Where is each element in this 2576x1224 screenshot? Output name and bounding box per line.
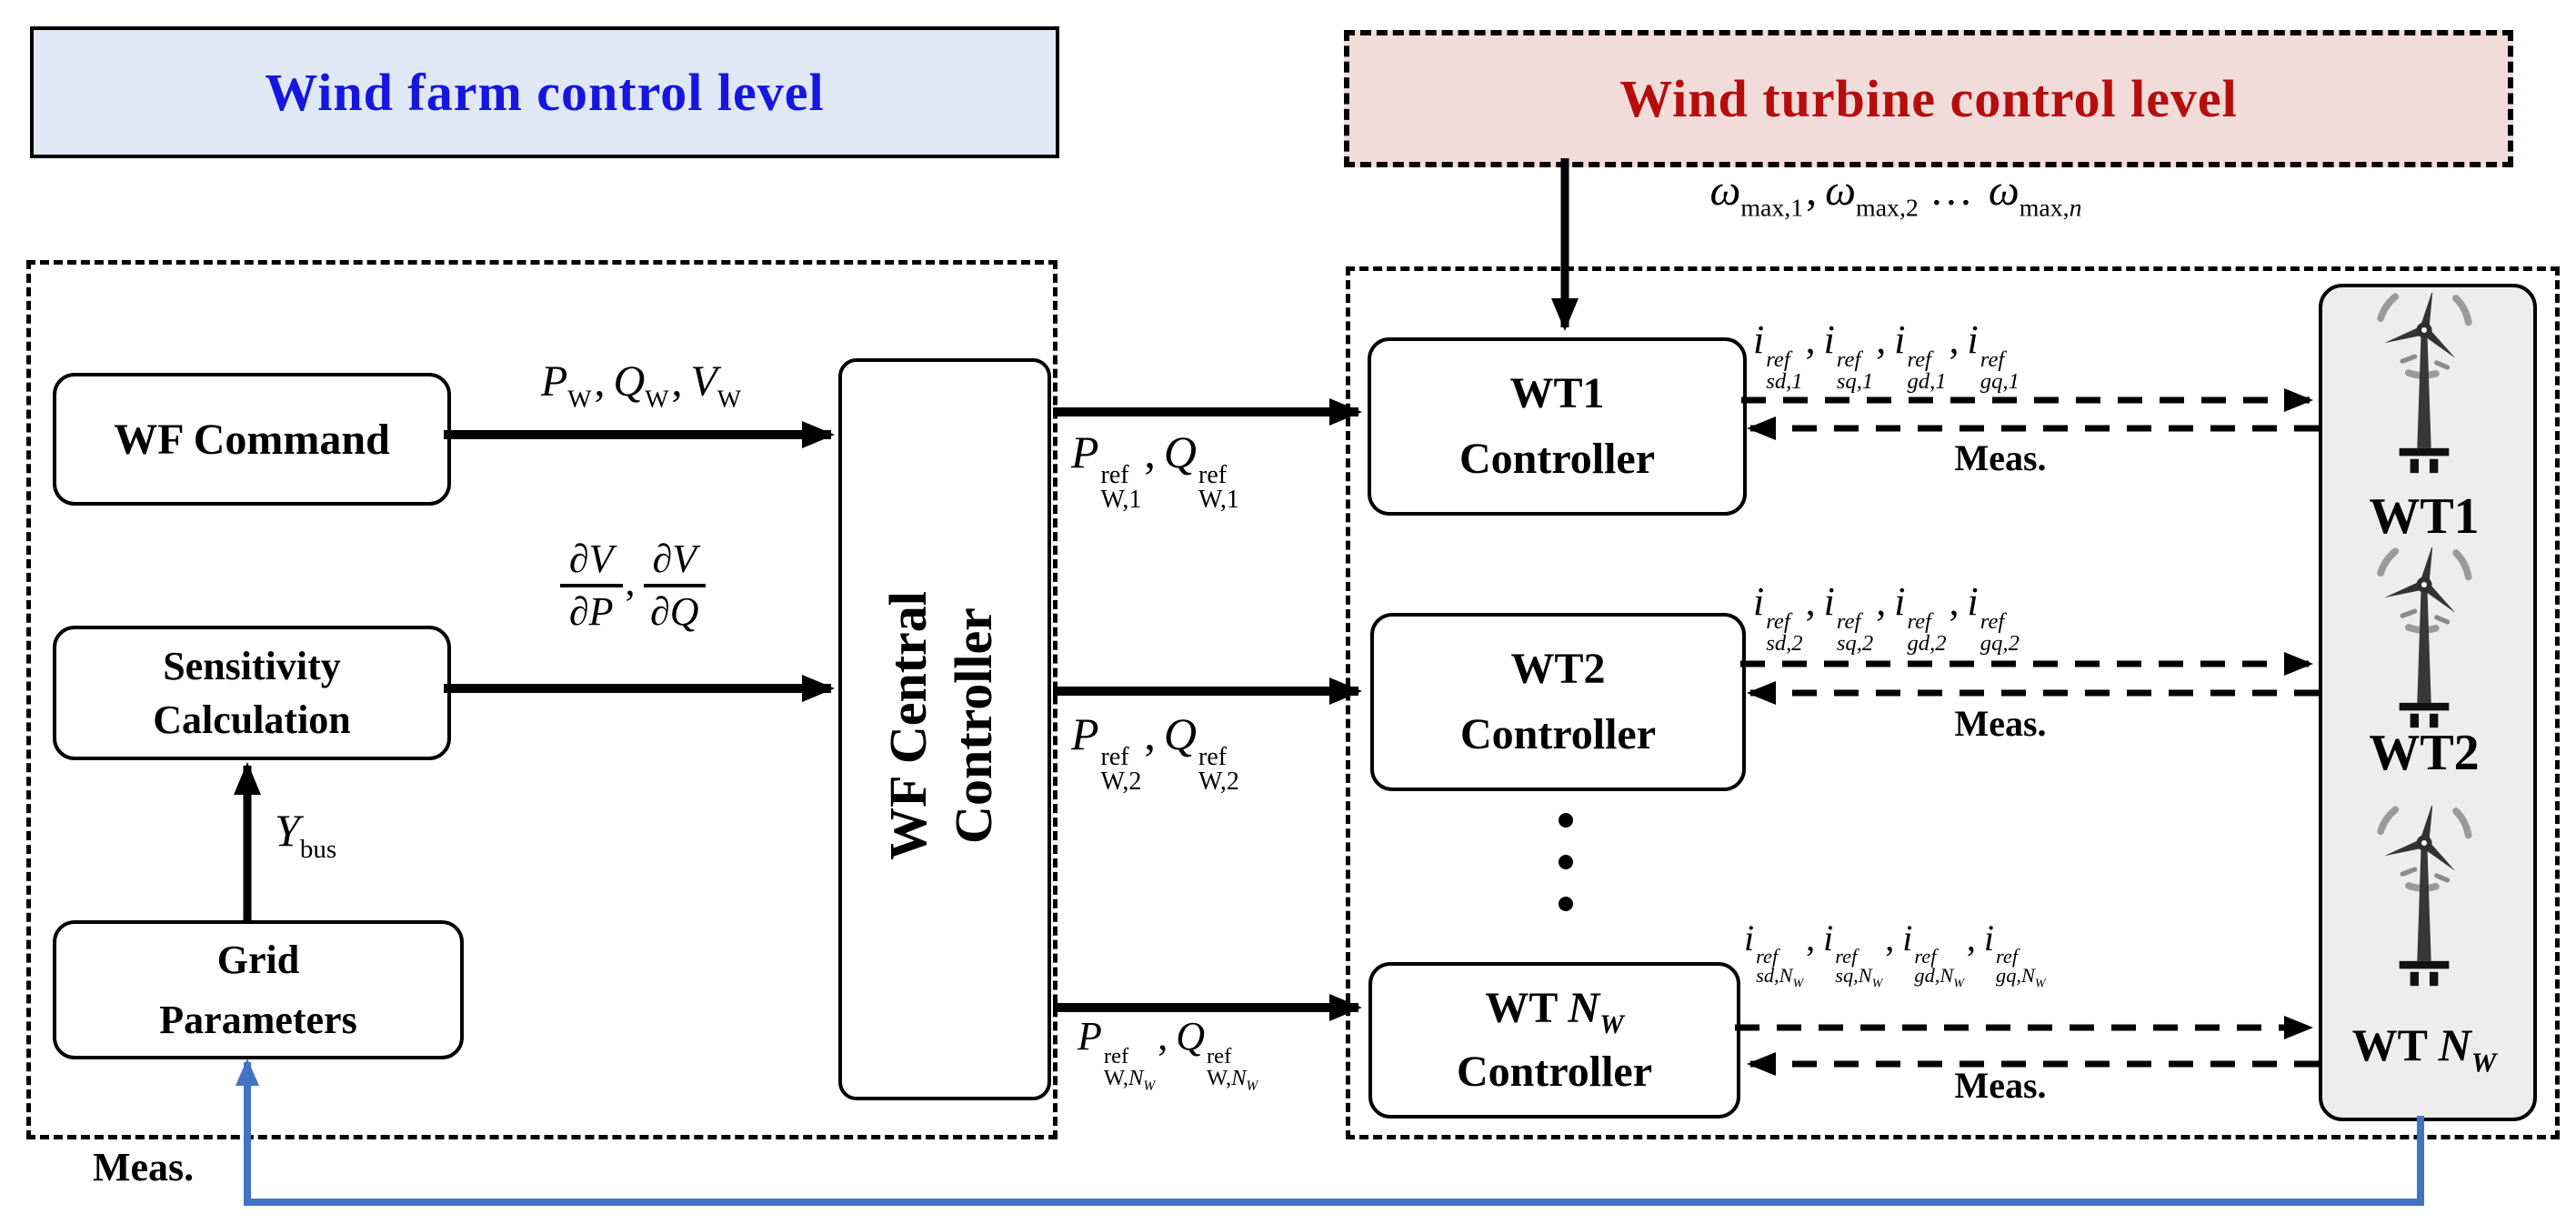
wt2-controller-line2: Controller <box>1459 710 1657 758</box>
wt1-controller-line2: Controller <box>1458 435 1656 483</box>
grid-label-line1: Grid <box>216 937 300 982</box>
turbine-label-wt2: WT2 <box>2369 725 2480 781</box>
turbine-label-wt1: WT1 <box>2369 488 2480 545</box>
sensitivity-calculation-block: Sensitivity Calculation <box>53 626 451 760</box>
wtn-controller-block: WT NW Controller <box>1368 962 1740 1119</box>
meas-label-wt2: Meas. <box>1954 703 2047 744</box>
wtn-controller-line2: Controller <box>1456 1047 1653 1096</box>
wind-turbine-header-label: Wind turbine control level <box>1619 69 2238 128</box>
signal-label-pw-qw-vw: PW,QW,VW <box>540 357 742 414</box>
meas-label-wt1: Meas. <box>1954 437 2047 478</box>
wtn-controller-line1: WT NW <box>1485 983 1624 1039</box>
signal-label-dv-dp-dv-dq: ∂V∂P,∂V∂Q <box>506 537 760 633</box>
wf-central-controller-label: WF Central Controller <box>838 358 1044 1093</box>
wt2-controller-line1: WT2 <box>1510 645 1606 693</box>
wf-central-controller-block <box>838 358 1051 1100</box>
grid-label-line2: Parameters <box>159 997 357 1042</box>
wt1-controller-line1: WT1 <box>1509 369 1605 417</box>
signal-label-ybus: Ybus <box>275 805 337 865</box>
signal-label-omega-max: ωmax,1,ωmax,2…ωmax,n <box>1709 166 2082 223</box>
wind-turbine-icon <box>2377 293 2472 474</box>
wind-turbine-control-level-header: Wind turbine control level <box>1344 30 2513 167</box>
wind-farm-control-level-header: Wind farm control level <box>30 26 1059 158</box>
sensitivity-label-line1: Sensitivity <box>163 643 341 688</box>
meas-label-wtn: Meas. <box>1954 1065 2047 1106</box>
grid-parameters-block: Grid Parameters <box>53 920 464 1059</box>
wf-command-label: WF Command <box>114 415 390 464</box>
wf-command-block: WF Command <box>53 373 451 506</box>
wind-turbine-icon <box>2377 547 2472 728</box>
wt1-controller-block: WT1 Controller <box>1368 337 1747 516</box>
turbine-label-wtn: WT NW <box>2351 1019 2497 1079</box>
central-label-line2: Controller <box>944 607 1003 844</box>
meas-label-feedback: Meas. <box>93 1145 195 1189</box>
central-label-line1: WF Central <box>877 591 937 860</box>
sensitivity-label-line2: Calculation <box>153 697 351 742</box>
vertical-ellipsis <box>1559 813 1573 938</box>
wind-farm-header-label: Wind farm control level <box>265 63 825 122</box>
wt2-controller-block: WT2 Controller <box>1370 613 1746 791</box>
wind-turbine-icon <box>2377 806 2472 987</box>
